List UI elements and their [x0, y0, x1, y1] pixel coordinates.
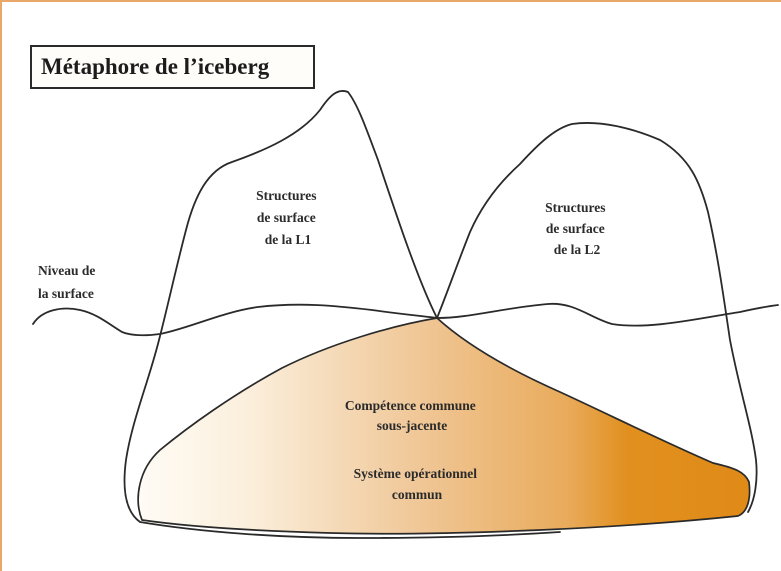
surface-line — [32, 303, 779, 337]
label-common-competence: Compétence commune sous-jacente — [345, 398, 479, 433]
iceberg-l2-outline — [436, 122, 758, 513]
label-system-line2: commun — [392, 487, 443, 502]
label-l1-line2: de surface — [257, 210, 316, 225]
label-surface-level-line1: Niveau de — [38, 263, 95, 278]
label-l1-line3: de la L1 — [265, 232, 312, 247]
label-competence-line1: Compétence commune — [345, 398, 476, 413]
label-l2-line3: de la L2 — [554, 242, 601, 257]
label-surface-level: Niveau de la surface — [38, 263, 99, 301]
label-l2-line1: Structures — [545, 200, 606, 215]
label-competence-line2: sous-jacente — [377, 418, 448, 433]
diagram-title-text: Métaphore de l’iceberg — [41, 54, 270, 79]
label-surface-level-line2: la surface — [38, 286, 94, 301]
common-base-shading — [137, 317, 751, 535]
label-l2-structures: Structures de surface de la L2 — [545, 200, 609, 257]
label-l1-line1: Structures — [256, 188, 317, 203]
label-l2-line2: de surface — [546, 221, 605, 236]
label-operational-system: Système opérationnel commun — [354, 466, 481, 502]
iceberg-l1-outline — [123, 90, 561, 539]
diagram-title: Métaphore de l’iceberg — [30, 45, 315, 89]
label-l1-structures: Structures de surface de la L1 — [256, 188, 320, 247]
label-system-line1: Système opérationnel — [354, 466, 478, 481]
